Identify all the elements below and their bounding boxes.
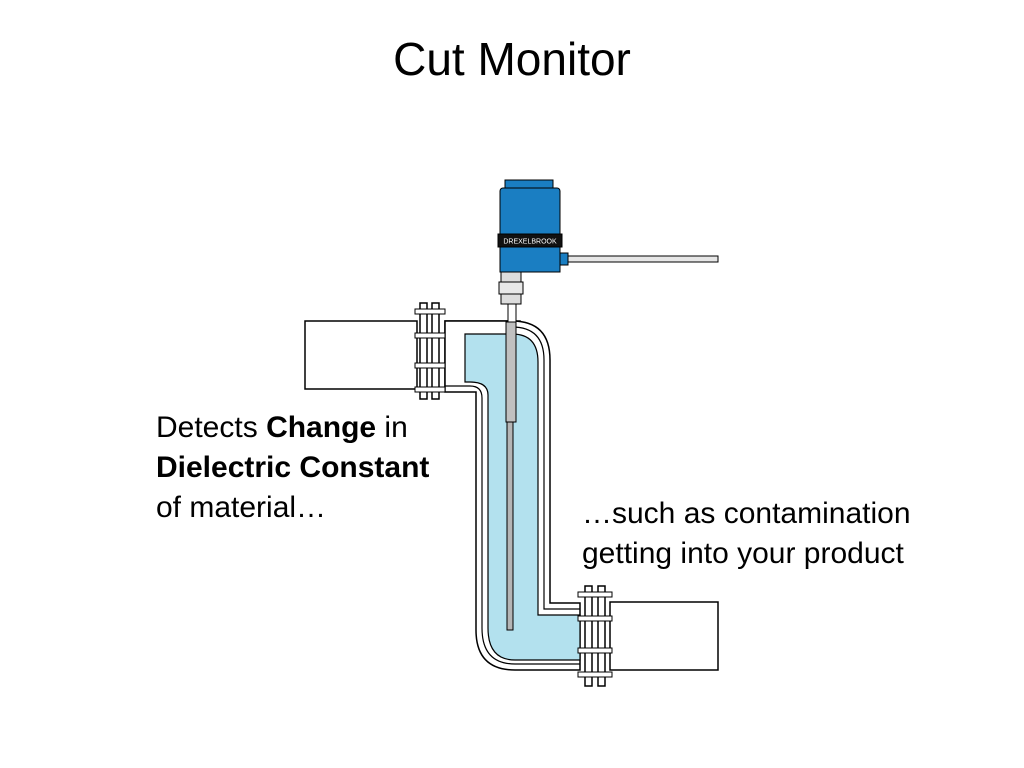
slide-title: Cut Monitor — [393, 33, 631, 85]
pipe-body-inner-wall — [445, 326, 580, 665]
fluid-fill — [464, 333, 581, 661]
caption-contamination-line2: getting into your product — [582, 537, 904, 570]
transmitter-housing — [499, 179, 569, 273]
caption-contamination: …such as contamination getting into your… — [582, 494, 911, 574]
inlet-flange — [414, 302, 446, 400]
brand-label-band — [497, 233, 563, 248]
caption-detects-line2: Dielectric Constant — [156, 451, 430, 484]
caption-detects-line1: Detects Change in — [156, 411, 408, 444]
outlet-flange — [577, 585, 613, 687]
brand-label: DREXELBROOK — [503, 239, 557, 246]
outlet-pipe — [609, 601, 719, 671]
caption-detects: Detects Change in Dielectric Constant of… — [156, 408, 429, 528]
inlet-pipe — [304, 320, 418, 390]
caption-contamination-line1: …such as contamination — [582, 497, 911, 530]
cable — [567, 255, 719, 263]
caption-detects-line3: of material… — [156, 491, 327, 524]
